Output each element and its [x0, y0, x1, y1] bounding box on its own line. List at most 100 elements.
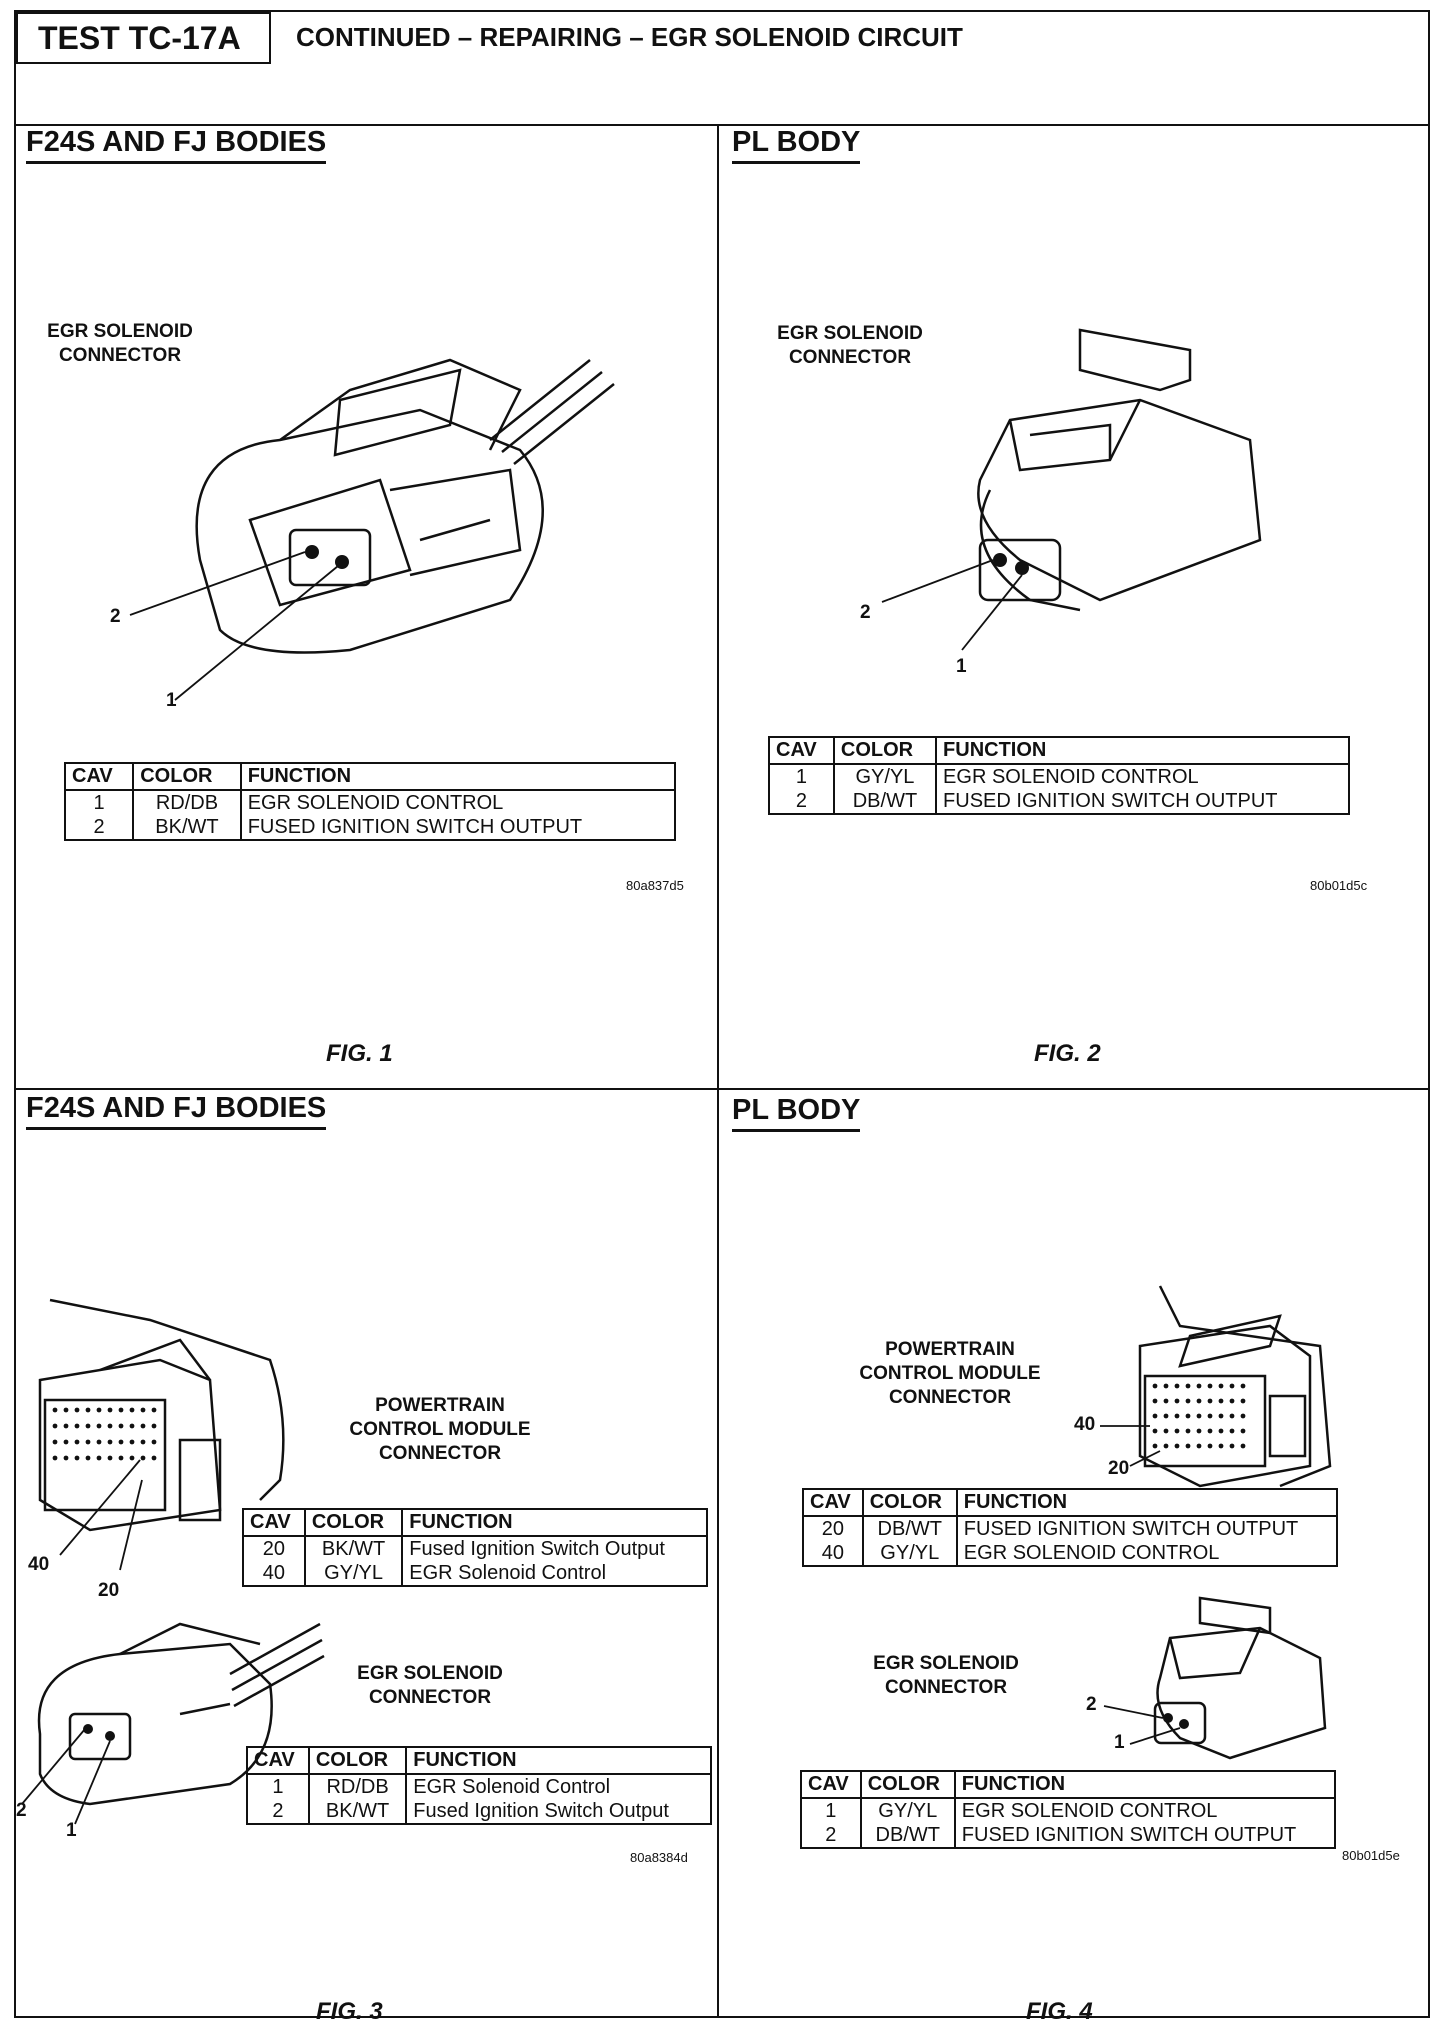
connector-pin	[96, 1423, 102, 1429]
fig3-pin40-leader	[59, 1459, 141, 1556]
connector-pin	[1185, 1428, 1191, 1434]
table-header-function: FUNCTION	[936, 737, 1349, 765]
connector-pin	[1163, 1428, 1169, 1434]
connector-pin	[1218, 1428, 1224, 1434]
table-header-function: FUNCTION	[956, 1489, 1337, 1517]
column-divider	[717, 124, 719, 2018]
fig3-callout-40: 40	[28, 1554, 50, 1575]
connector-pin	[1152, 1413, 1158, 1419]
connector-pin	[1240, 1428, 1246, 1434]
fig3-egr-label: EGR SOLENOID CONNECTOR	[357, 1663, 503, 1708]
connector-pin	[1196, 1383, 1202, 1389]
connector-pin	[74, 1423, 80, 1429]
connector-pin	[1152, 1428, 1158, 1434]
fig4-egr-pin1-leader	[1129, 1727, 1181, 1745]
fig1-image-code: 80a837d5	[626, 878, 684, 893]
connector-pin	[85, 1455, 91, 1461]
table-header-function: FUNCTION	[406, 1747, 711, 1775]
connector-pin	[96, 1455, 102, 1461]
connector-pin	[1229, 1398, 1235, 1404]
table-header-cav: CAV	[769, 737, 835, 765]
fig1-callout-2: 2	[110, 606, 121, 627]
connector-pin	[129, 1439, 135, 1445]
table-header-color: COLOR	[862, 1489, 958, 1517]
connector-pin	[1229, 1413, 1235, 1419]
table-header-cav: CAV	[803, 1489, 864, 1517]
fig2-pin2-leader	[881, 559, 994, 603]
table-header-color: COLOR	[860, 1771, 956, 1799]
connector-pin	[151, 1407, 157, 1413]
connector-pin	[107, 1455, 113, 1461]
fig1-caption: FIG. 1	[326, 1040, 393, 1067]
connector-pin	[63, 1455, 69, 1461]
fig1-pin2-leader	[129, 551, 306, 616]
fig2-pin1-leader	[961, 574, 1023, 651]
connector-pin	[140, 1439, 146, 1445]
connector-pin	[63, 1423, 69, 1429]
fig4-egr-callout-2: 2	[1086, 1694, 1097, 1715]
connector-pin	[63, 1407, 69, 1413]
test-id-box: TEST TC-17A	[16, 12, 271, 64]
connector-pin	[1218, 1383, 1224, 1389]
fig4-section-title: PL BODY	[732, 1094, 861, 1132]
table-header-function: FUNCTION	[402, 1509, 707, 1537]
connector-pin	[85, 1439, 91, 1445]
fig2-image-code: 80b01d5c	[1310, 878, 1368, 893]
fig2-callout-2: 2	[860, 602, 871, 623]
connector-pin	[1229, 1383, 1235, 1389]
table-header-color: COLOR	[133, 763, 242, 791]
connector-pin	[1163, 1383, 1169, 1389]
connector-pin	[118, 1407, 124, 1413]
connector-pin	[1218, 1443, 1224, 1449]
connector-pin	[140, 1407, 146, 1413]
connector-pin	[151, 1439, 157, 1445]
connector-pin	[1152, 1398, 1158, 1404]
fig3-pcm-label: POWERTRAIN CONTROL MODULE CONNECTOR	[349, 1395, 531, 1464]
fig1-pin1-leader	[174, 565, 339, 701]
table-header-cav: CAV	[247, 1747, 310, 1775]
connector-pin	[140, 1423, 146, 1429]
fig2-egr-connector-drawing	[881, 328, 1262, 651]
connector-pin	[52, 1407, 58, 1413]
fig1-egr-connector-drawing	[129, 358, 615, 701]
connector-pin	[107, 1439, 113, 1445]
fig2-section-title: PL BODY	[732, 126, 861, 164]
fig4-callout-20: 20	[1108, 1458, 1130, 1479]
fig3-egr-callout-2: 2	[16, 1800, 27, 1821]
fig1-section-title: F24S AND FJ BODIES	[26, 126, 327, 164]
fig4-image-code: 80b01d5e	[1342, 1848, 1400, 1863]
fig3-pin20-leader	[119, 1479, 143, 1571]
connector-pin	[1240, 1413, 1246, 1419]
connector-pin	[96, 1439, 102, 1445]
fig2-connector-label: EGR SOLENOID CONNECTOR	[777, 323, 923, 368]
connector-pin	[140, 1455, 146, 1461]
connector-pin	[74, 1455, 80, 1461]
connector-pin	[107, 1423, 113, 1429]
table-header-color: COLOR	[308, 1747, 408, 1775]
connector-pin	[85, 1407, 91, 1413]
connector-pin	[85, 1423, 91, 1429]
fig4-egr-pin2-leader	[1103, 1705, 1164, 1719]
fig4-egr-label: EGR SOLENOID CONNECTOR	[873, 1653, 1019, 1698]
table-header-cav: CAV	[65, 763, 135, 791]
fig3-egr-pin2-leader	[21, 1728, 86, 1805]
table-header-function: FUNCTION	[954, 1771, 1335, 1799]
connector-pin	[1174, 1413, 1180, 1419]
table-header-cav: CAV	[801, 1771, 862, 1799]
header-divider	[14, 124, 1430, 126]
connector-pin	[1174, 1383, 1180, 1389]
connector-pin	[129, 1423, 135, 1429]
connector-pin	[1196, 1413, 1202, 1419]
connector-pin	[151, 1455, 157, 1461]
fig3-callout-20: 20	[98, 1580, 120, 1601]
connector-pin	[1174, 1428, 1180, 1434]
connector-pin	[1229, 1428, 1235, 1434]
connector-pin	[107, 1407, 113, 1413]
connector-pin	[1174, 1443, 1180, 1449]
fig3-egr-callout-1: 1	[66, 1820, 77, 1841]
